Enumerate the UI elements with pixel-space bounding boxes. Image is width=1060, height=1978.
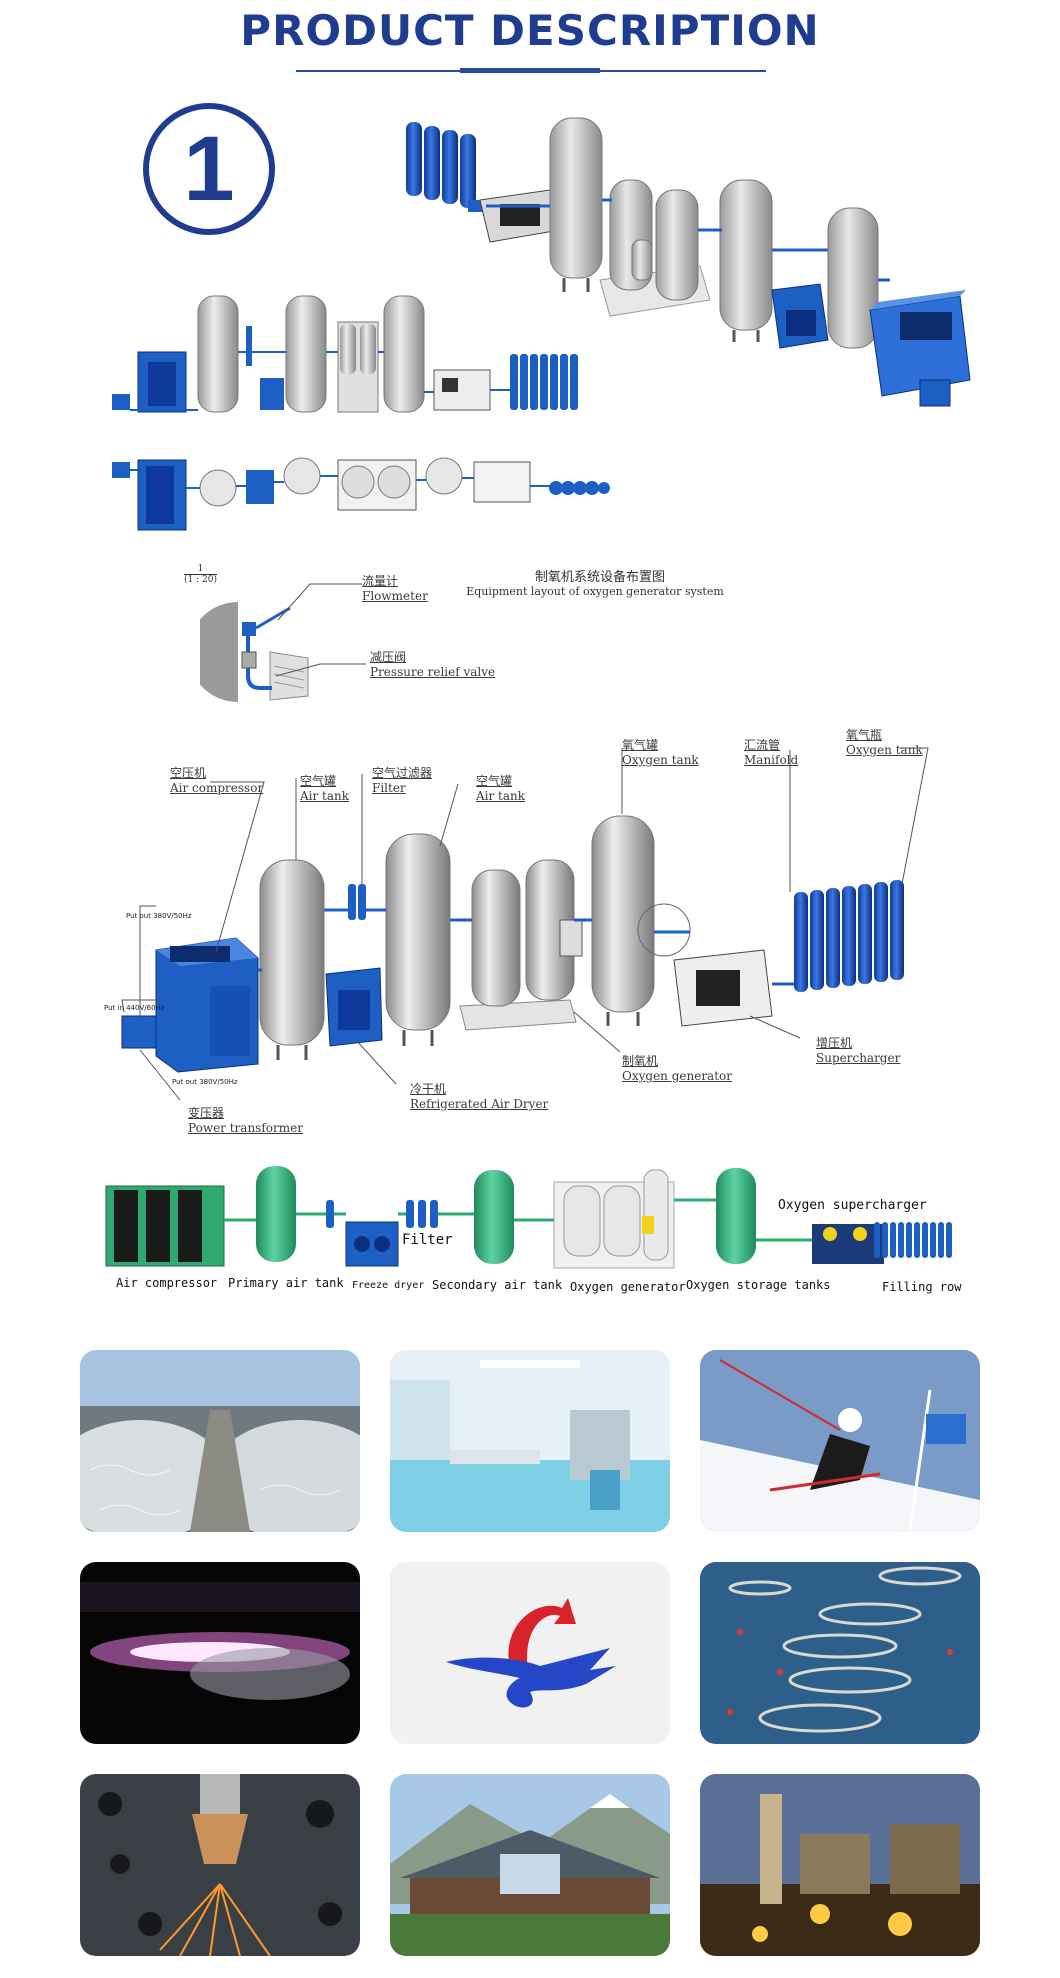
note-put-out-1: Put out 380V/50Hz (126, 912, 192, 920)
flow-label-oxygen-storage-tanks: Oxygen storage tanks (686, 1278, 831, 1292)
flow-label-oxygen-generator: Oxygen generator (570, 1280, 686, 1294)
detail-leader-lines (275, 583, 366, 677)
process-flow-diagram (100, 1160, 960, 1270)
tile-petrochemical-plant (700, 1774, 980, 1956)
scale-note: 1 (1 : 20) (184, 564, 217, 585)
layout-drawing (100, 720, 960, 1140)
title-underline-accent (460, 68, 600, 73)
oxygen-cylinders-iso (406, 122, 476, 208)
flow-label-secondary-air-tank: Secondary air tank (432, 1278, 563, 1292)
flow-filter-label: Filter (402, 1232, 453, 1248)
section-number: 1 (183, 118, 234, 220)
tile-ski-sport (700, 1350, 980, 1532)
note-put-out-2: Put out 380V/50Hz (172, 1078, 238, 1086)
page-title: PRODUCT DESCRIPTION (240, 6, 820, 55)
equipment-top-view (110, 456, 610, 536)
tile-water-treatment (80, 1350, 360, 1532)
tile-mountain-lodge (390, 1774, 670, 1956)
equipment-side-view (110, 282, 610, 422)
tile-laser-cutting (80, 1774, 360, 1956)
section-number-badge: 1 (142, 102, 276, 236)
flow-supercharger-label: Oxygen supercharger (778, 1198, 927, 1213)
flow-label-air-compressor: Air compressor (116, 1276, 218, 1290)
drawing-title: 制氧机系统设备布置图 Equipment layout of oxygen ge… (466, 570, 724, 598)
flow-label-filling-row: Filling row (882, 1280, 962, 1294)
isometric-system-render (400, 80, 980, 430)
flow-label-primary-air-tank: Primary air tank (228, 1276, 344, 1290)
detail-view (188, 596, 320, 706)
flow-label-freeze-dryer: Freeze dryer (352, 1280, 425, 1291)
note-put-in: Put in 440V/60Hz (104, 1004, 165, 1012)
tile-brand-logo (390, 1562, 670, 1744)
tile-combustion-flame (80, 1562, 360, 1744)
tile-hospital (390, 1350, 670, 1532)
tile-aquaculture (700, 1562, 980, 1744)
